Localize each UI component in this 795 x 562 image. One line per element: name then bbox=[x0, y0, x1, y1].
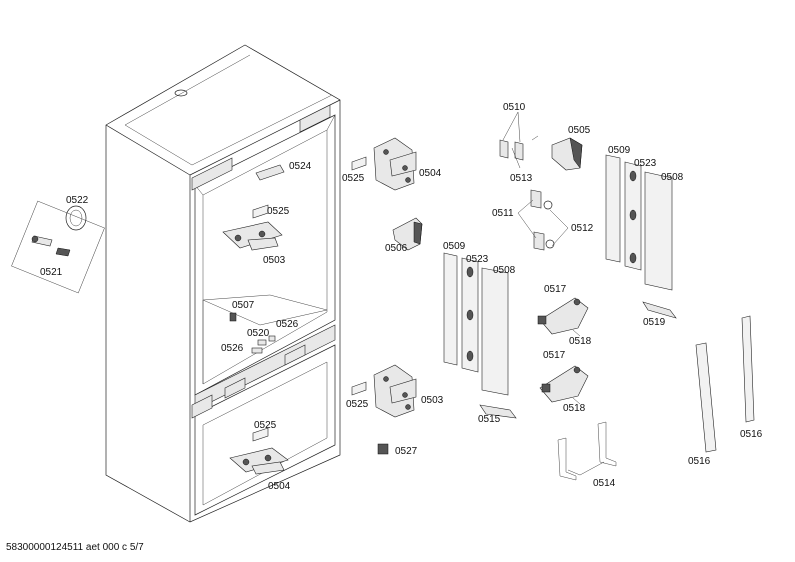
label-0518-upper: 0518 bbox=[569, 336, 592, 347]
label-0508-left: 0508 bbox=[493, 265, 516, 276]
label-0503-cabinet: 0503 bbox=[263, 255, 286, 266]
label-0504-center: 0504 bbox=[419, 168, 442, 179]
center-hinge-parts bbox=[351, 137, 423, 455]
label-0521: 0521 bbox=[40, 267, 63, 278]
label-0504-cabinet: 0504 bbox=[268, 481, 291, 492]
label-0525-upper: 0525 bbox=[267, 206, 290, 217]
label-0522: 0522 bbox=[66, 195, 89, 206]
label-0508-right: 0508 bbox=[661, 172, 684, 183]
label-0509-right: 0509 bbox=[608, 145, 631, 156]
parts-0521-0522 bbox=[11, 200, 105, 294]
hinge-0504-lower-icon bbox=[229, 447, 289, 475]
label-0507: 0507 bbox=[232, 300, 255, 311]
label-0526-right: 0526 bbox=[276, 319, 299, 330]
part-labels: 0522 0521 0524 0525 0525 0503 0507 0520 … bbox=[40, 102, 763, 492]
label-0517-lower: 0517 bbox=[543, 350, 566, 361]
label-0524: 0524 bbox=[289, 161, 312, 172]
label-0515: 0515 bbox=[478, 414, 501, 425]
label-0511: 0511 bbox=[492, 208, 514, 219]
label-0516-right: 0516 bbox=[740, 429, 763, 440]
label-0525-center: 0525 bbox=[346, 399, 369, 410]
label-0525-top: 0525 bbox=[342, 173, 365, 184]
label-0523-left: 0523 bbox=[466, 254, 489, 265]
label-0520: 0520 bbox=[247, 328, 270, 339]
label-0514: 0514 bbox=[593, 478, 616, 489]
label-0503-center: 0503 bbox=[421, 395, 444, 406]
label-0513: 0513 bbox=[510, 173, 533, 184]
label-0519: 0519 bbox=[643, 317, 666, 328]
small-hardware-parts bbox=[499, 111, 617, 481]
door-strips-group-2 bbox=[605, 154, 755, 453]
bracket-0506-icon bbox=[392, 217, 423, 251]
label-0526-left: 0526 bbox=[221, 343, 244, 354]
diagram-reference-number: 58300000124511 aet 000 c 5/7 bbox=[6, 542, 144, 553]
label-0525-lower: 0525 bbox=[254, 420, 277, 431]
hinge-0503-upper-icon bbox=[222, 221, 283, 251]
refrigerator-cabinet bbox=[105, 44, 341, 523]
door-strips-group-1 bbox=[443, 252, 517, 419]
label-0523-right: 0523 bbox=[634, 158, 657, 169]
label-0505: 0505 bbox=[568, 125, 591, 136]
label-0517-upper: 0517 bbox=[544, 284, 567, 295]
hinge-0504-upper-icon bbox=[373, 137, 417, 191]
label-0510: 0510 bbox=[503, 102, 526, 113]
label-0527: 0527 bbox=[395, 446, 418, 457]
label-0518-lower: 0518 bbox=[563, 403, 586, 414]
label-0509-left: 0509 bbox=[443, 241, 466, 252]
label-0506: 0506 bbox=[385, 243, 408, 254]
label-0512: 0512 bbox=[571, 223, 594, 234]
hinge-0503-lower-icon bbox=[373, 364, 417, 418]
label-0516-left: 0516 bbox=[688, 456, 711, 467]
cabinet-hinges bbox=[222, 164, 289, 475]
